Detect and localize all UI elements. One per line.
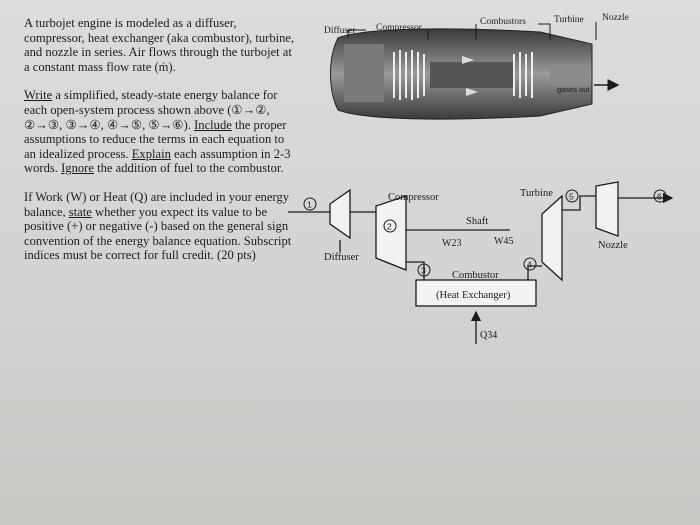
turbine-blades	[513, 52, 533, 98]
state-label-4: 4	[527, 260, 532, 270]
schematic-q34-label: Q34	[480, 330, 497, 341]
turbine-leader	[538, 23, 551, 40]
problem-sign-convention: If Work (W) or Heat (Q) are included in …	[24, 190, 296, 263]
instructions-text-b: the proper assumptions to reduce the ter…	[24, 117, 287, 161]
keyword-write: Write	[24, 88, 53, 103]
instructions-text-d: the addition of fuel to the combustor.	[93, 161, 284, 176]
label-diffuser: Diffuser	[324, 25, 356, 36]
combustor-chambers	[462, 56, 478, 96]
schematic-compressor-label: Compressor	[388, 192, 439, 203]
label-compressor: Compressor	[376, 23, 423, 33]
state-marker-3	[417, 263, 431, 277]
compressor-block	[375, 195, 407, 271]
flow-4	[527, 265, 542, 280]
keyword-include: Include	[194, 117, 232, 132]
state-label-2: 2	[387, 222, 392, 232]
state-marker-2	[383, 219, 397, 233]
label-nozzle: Nozzle	[602, 13, 629, 23]
problem-instructions: Write a simplified, steady-state energy …	[24, 88, 296, 176]
keyword-ignore: Ignore	[61, 161, 94, 176]
schematic-shaft-label: Shaft	[466, 216, 488, 227]
engine-illustration: gases out Diffuser Compressor Combustors…	[324, 13, 629, 120]
schematic-heat-exchanger-label: (Heat Exchanger)	[436, 290, 511, 301]
keyword-explain: Explain	[131, 146, 171, 161]
nozzle-exit	[550, 66, 590, 86]
state-marker-4	[523, 257, 537, 271]
state-markers: 1 2 3 4 5 6	[303, 189, 667, 277]
flow-3	[406, 261, 425, 284]
instructions-text-c: each assumption in 2-3 words.	[24, 146, 291, 176]
compressor-blades	[393, 50, 425, 100]
sign-text-a: If Work (W) or Heat (Q) are included in …	[24, 189, 289, 219]
label-combustors: Combustors	[480, 17, 526, 27]
turbine-block	[541, 194, 563, 282]
process-schematic	[288, 181, 674, 344]
keyword-state: state	[68, 204, 92, 219]
problem-statement: A turbojet engine is modeled as a diffus…	[24, 16, 296, 263]
instructions-text-a: a simplified, steady-state energy balanc…	[24, 88, 278, 132]
combustor-block	[415, 279, 537, 307]
state-label-5: 5	[569, 192, 574, 202]
schematic-turbine-label: Turbine	[520, 188, 553, 199]
schematic-w23-label: W23	[442, 238, 461, 249]
problem-intro: A turbojet engine is modeled as a diffus…	[24, 16, 295, 74]
diffuser-block	[329, 188, 351, 240]
engine-shaft-core	[430, 62, 514, 88]
nozzle-block	[595, 181, 619, 237]
diffuser-inlet	[344, 44, 384, 102]
schematic-diffuser-label: Diffuser	[324, 252, 359, 263]
gases-out-label: gases out	[557, 85, 590, 94]
state-label-6: 6	[657, 192, 662, 202]
flow-5	[562, 195, 596, 211]
state-label-1: 1	[307, 200, 312, 210]
state-marker-5	[565, 189, 579, 203]
state-label-3: 3	[421, 266, 426, 276]
schematic-nozzle-label: Nozzle	[598, 240, 628, 251]
state-marker-6	[653, 189, 667, 203]
sign-text-b: whether you expect its value to be posit…	[24, 204, 292, 263]
label-turbine: Turbine	[554, 15, 584, 25]
schematic-combustor-label: Combustor	[452, 270, 499, 281]
diagram-area: gases out Diffuser Compressor Combustors…	[280, 0, 700, 525]
diffuser-leader	[347, 29, 366, 38]
diagram-svg: gases out Diffuser Compressor Combustors…	[288, 13, 674, 344]
schematic-w45-label: W45	[494, 236, 513, 247]
state-marker-1	[303, 197, 317, 211]
